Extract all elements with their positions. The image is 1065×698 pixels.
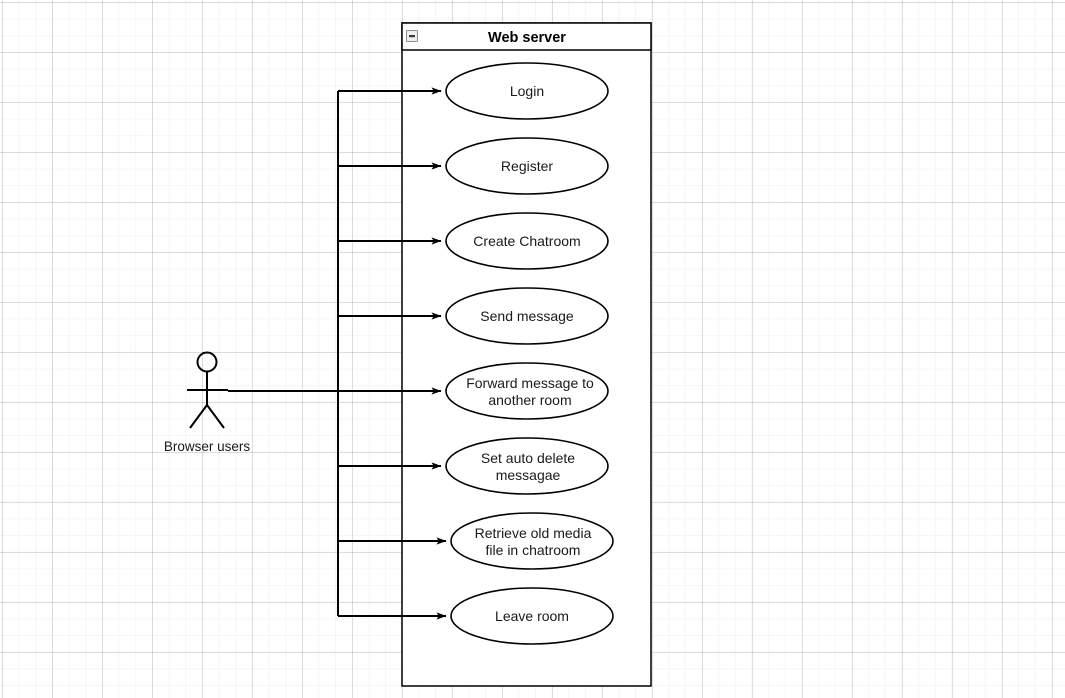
- use-case-create-chatroom[interactable]: Create Chatroom: [445, 212, 609, 270]
- use-case-label-line1: Set auto delete: [481, 450, 575, 466]
- use-case-retrieve-media[interactable]: Retrieve old media file in chatroom: [450, 512, 614, 570]
- use-case-register[interactable]: Register: [445, 137, 609, 195]
- use-case-label: Leave room: [495, 608, 569, 624]
- association-lines[interactable]: [228, 87, 447, 620]
- use-case-leave-room[interactable]: Leave room: [450, 587, 614, 645]
- package-header-bar[interactable]: [401, 22, 652, 51]
- use-case-set-auto-delete[interactable]: Set auto delete messagae: [445, 437, 609, 495]
- use-case-label: Login: [510, 83, 544, 99]
- use-case-label-line2: file in chatroom: [486, 542, 581, 558]
- actor-browser-users[interactable]: Browser users: [164, 351, 251, 455]
- use-cases: Login Register Create Chatroom Send mess…: [445, 62, 614, 645]
- use-case-label: Send message: [480, 308, 574, 324]
- package-body[interactable]: [401, 22, 652, 687]
- actor-label: Browser users: [164, 439, 251, 454]
- collapse-minus-icon[interactable]: [406, 30, 418, 42]
- package-title: Web server: [488, 30, 566, 46]
- stick-figure-actor-icon[interactable]: [187, 351, 228, 429]
- use-case-label-line1: Retrieve old media: [475, 525, 592, 541]
- use-case-label: Register: [501, 158, 553, 174]
- use-case-label-line2: messagae: [496, 467, 561, 483]
- use-case-label: Create Chatroom: [473, 233, 580, 249]
- use-case-send-message[interactable]: Send message: [445, 287, 609, 345]
- package-web-server[interactable]: Web server: [401, 22, 652, 687]
- use-case-label-line1: Forward message to: [466, 375, 594, 391]
- use-case-label-line2: another room: [488, 392, 571, 408]
- use-case-login[interactable]: Login: [445, 62, 609, 120]
- use-case-forward-message[interactable]: Forward message to another room: [445, 362, 609, 420]
